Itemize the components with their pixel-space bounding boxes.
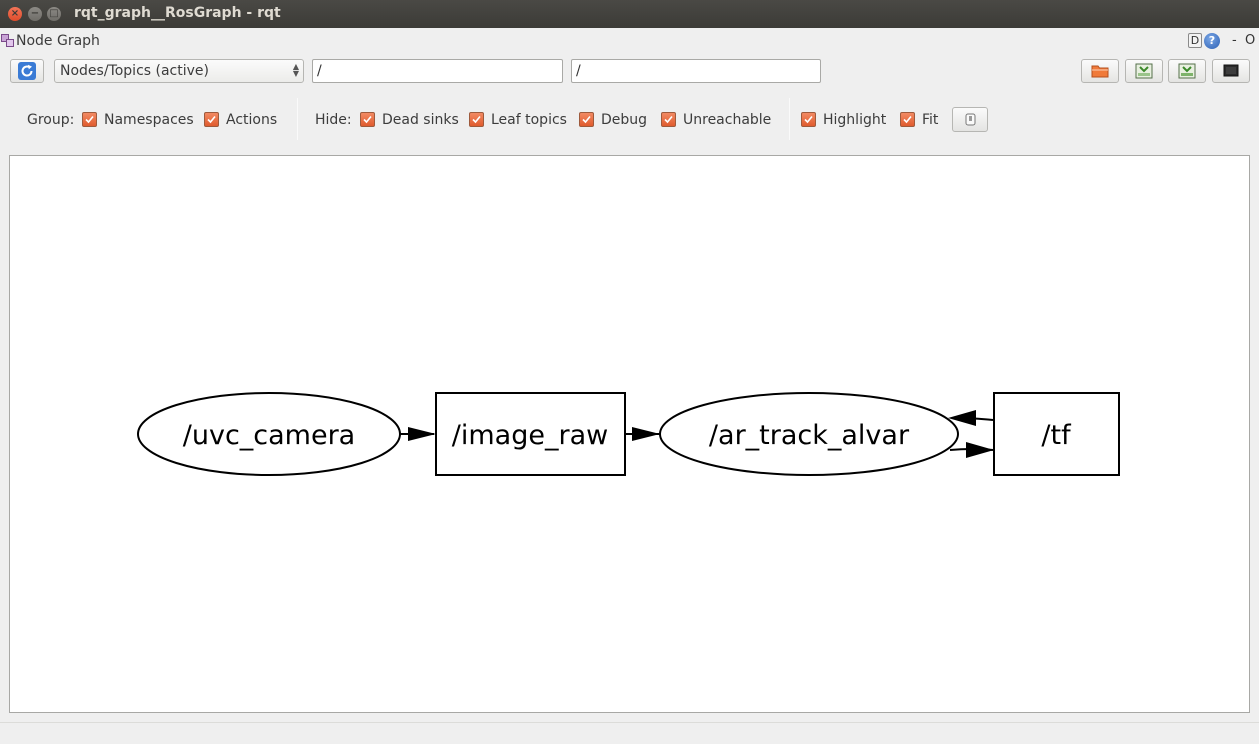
topic-label: /image_raw	[452, 420, 608, 451]
plugin-minimize-button[interactable]: -	[1232, 33, 1237, 48]
topic-tf[interactable]: /tf	[993, 392, 1120, 476]
help-icon[interactable]: ?	[1204, 33, 1220, 49]
refresh-icon	[18, 62, 36, 80]
save-image-button[interactable]	[1168, 59, 1206, 83]
namespaces-checkbox[interactable]	[82, 112, 97, 127]
highlight-checkbox[interactable]	[801, 112, 816, 127]
plugin-header: Node Graph D ? - O	[0, 28, 1259, 54]
topic-image-raw[interactable]: /image_raw	[435, 392, 626, 476]
topic-label: /tf	[1041, 420, 1072, 451]
node-ar-track-alvar[interactable]: /ar_track_alvar	[659, 392, 959, 476]
graph-canvas[interactable]: /uvc_camera /image_raw /ar_track_alvar /…	[9, 155, 1250, 713]
unreachable-label[interactable]: Unreachable	[683, 112, 772, 128]
save-dot-button[interactable]	[1125, 59, 1163, 83]
debug-label[interactable]: Debug	[601, 112, 648, 128]
plugin-title: Node Graph	[16, 33, 100, 49]
dock-d-button[interactable]: D	[1188, 33, 1202, 48]
graph-edge[interactable]	[948, 410, 994, 426]
node-uvc-camera[interactable]: /uvc_camera	[137, 392, 401, 476]
graph-edge[interactable]	[949, 442, 994, 458]
actions-label[interactable]: Actions	[226, 112, 278, 128]
monitor-icon	[1223, 64, 1239, 77]
graph-edge[interactable]	[625, 427, 660, 441]
dead-sinks-checkbox[interactable]	[360, 112, 375, 127]
toolbar-separator	[789, 98, 790, 140]
graph-edge[interactable]	[400, 427, 436, 441]
unreachable-checkbox[interactable]	[661, 112, 676, 127]
screenshot-button[interactable]	[1212, 59, 1250, 83]
toolbar-separator	[297, 98, 298, 140]
window-close-button[interactable]: ×	[8, 7, 22, 21]
fit-checkbox[interactable]	[900, 112, 915, 127]
hide-label: Hide:	[315, 112, 352, 128]
fit-label[interactable]: Fit	[922, 112, 939, 128]
topic-filter-input[interactable]: /	[571, 59, 821, 83]
window-title: rqt_graph__RosGraph - rqt	[74, 5, 281, 21]
window-minimize-button[interactable]: −	[28, 7, 42, 21]
window-title-bar: × − □ rqt_graph__RosGraph - rqt	[0, 0, 1259, 28]
status-bar	[0, 722, 1259, 744]
group-label: Group:	[27, 112, 75, 128]
load-dot-button[interactable]	[1081, 59, 1119, 83]
graph-type-value: Nodes/Topics (active)	[60, 63, 209, 79]
actions-checkbox[interactable]	[204, 112, 219, 127]
folder-open-icon	[1091, 65, 1109, 78]
updown-arrow-icon: ▲▼	[292, 62, 299, 78]
leaf-topics-checkbox[interactable]	[469, 112, 484, 127]
highlight-label[interactable]: Highlight	[823, 112, 887, 128]
save-image-icon	[1178, 63, 1196, 79]
fit-view-icon	[965, 113, 976, 126]
dead-sinks-label[interactable]: Dead sinks	[382, 112, 459, 128]
node-label: /uvc_camera	[183, 420, 355, 451]
plugin-graph-icon	[1, 34, 14, 47]
graph-type-select[interactable]: Nodes/Topics (active) ▲▼	[54, 59, 304, 83]
node-label: /ar_track_alvar	[709, 420, 910, 451]
ros-graph: /uvc_camera /image_raw /ar_track_alvar /…	[137, 392, 1120, 476]
debug-checkbox[interactable]	[579, 112, 594, 127]
fit-view-button[interactable]	[952, 107, 988, 132]
refresh-button[interactable]	[10, 59, 44, 83]
window-maximize-button[interactable]: □	[47, 7, 61, 21]
leaf-topics-label[interactable]: Leaf topics	[491, 112, 567, 128]
save-dot-icon	[1135, 63, 1153, 79]
node-filter-input[interactable]: /	[312, 59, 563, 83]
namespaces-label[interactable]: Namespaces	[104, 112, 194, 128]
plugin-float-button[interactable]: O	[1245, 33, 1256, 48]
